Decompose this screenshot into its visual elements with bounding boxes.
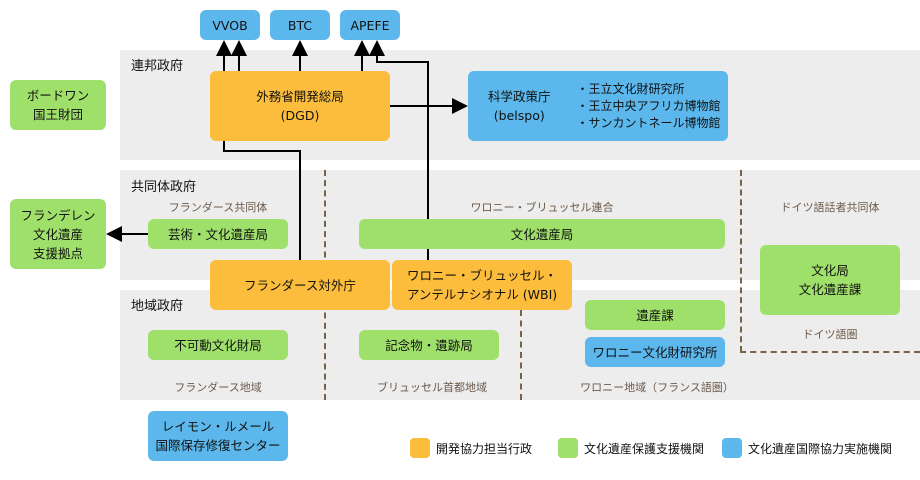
legend-label: 文化遺産国際協力実施機関 (748, 441, 893, 456)
german-culture-line: 文化局 (811, 263, 849, 278)
heritage-bureau-box: 文化遺産局 (359, 219, 725, 249)
sublabel: ワロニー・ブリュッセル連合 (470, 201, 614, 214)
flanders-heritage-line: 支援拠点 (32, 245, 83, 261)
wallonia-institute-label: ワロニー文化財研究所 (592, 344, 718, 360)
heritage-bureau-label: 文化遺産局 (510, 226, 574, 242)
wallonia-institute-box: ワロニー文化財研究所 (585, 337, 725, 367)
monuments-box: 記念物・遺跡局 (359, 330, 499, 360)
immovable-box: 不可動文化財局 (148, 330, 288, 360)
arts-heritage-label: 芸術・文化遺産局 (167, 226, 268, 242)
baudouin-line: 国王財団 (32, 107, 83, 122)
vvob-label: VVOB (212, 17, 248, 33)
baudouin-line: ボードワン (26, 88, 90, 103)
heritage-section-label: 遺産課 (636, 307, 674, 323)
divider (520, 310, 522, 400)
flanders-external-box: フランダース対外庁 (210, 260, 390, 310)
flanders-external-label: フランダース対外庁 (244, 277, 356, 293)
flanders-heritage-line: 文化遺産 (32, 226, 83, 242)
legend-item: 開発協力担当行政 (410, 438, 532, 458)
connector (223, 141, 301, 260)
btc-label: BTC (287, 17, 313, 33)
divider (740, 170, 742, 352)
legend-swatch-orange (410, 438, 430, 458)
legend-item: 文化遺産国際協力実施機関 (722, 438, 892, 458)
dgd-box: 外務省開発総局 (DGD) (210, 71, 390, 141)
belspo-name: 科学政策庁 (488, 89, 551, 104)
monuments-label: 記念物・遺跡局 (385, 337, 473, 353)
german-culture-line: 文化遺産課 (798, 282, 862, 297)
sublabel: ドイツ語話者共同体 (780, 201, 880, 214)
sublabel: ドイツ語圏 (802, 328, 858, 341)
apefe-label: APEFE (350, 17, 390, 33)
flanders-heritage-line: フランデレン (20, 207, 96, 223)
belspo-item: ・王立中央アフリカ博物館 (576, 98, 721, 113)
belspo-item: ・サンカントネール博物館 (576, 115, 721, 130)
belspo-abbr: (belspo) (493, 108, 545, 123)
legend-item: 文化遺産保護支援機関 (558, 438, 704, 458)
federal-label: 連邦政府 (131, 59, 184, 74)
lemaire-line: 国際保存修復センター (155, 438, 281, 453)
legend-label: 文化遺産保護支援機関 (584, 441, 705, 456)
apefe-box: APEFE (340, 10, 400, 40)
regional-label: 地域政府 (131, 299, 184, 314)
immovable-label: 不可動文化財局 (174, 337, 262, 353)
baudouin-box: ボードワン国王財団 (10, 80, 106, 130)
legend-label: 開発協力担当行政 (436, 441, 533, 456)
dgd-abbr: (DGD) (280, 108, 320, 123)
legend-swatch-green (558, 438, 578, 458)
sublabel: フランダース共同体 (168, 201, 268, 214)
btc-box: BTC (270, 10, 330, 40)
community-label: 共同体政府 (131, 180, 197, 195)
lemaire-box: レイモン・ルメール国際保存修復センター (148, 411, 288, 461)
german-culture-box: 文化局文化遺産課 (760, 245, 900, 315)
wbi-line: アンテルナシオナル (WBI) (406, 287, 558, 302)
sublabel: ブリュッセル首都地域 (377, 381, 487, 394)
wbi-box: ワロニー・ブリュッセル・アンテルナシオナル (WBI) (392, 260, 572, 310)
arts-heritage-box: 芸術・文化遺産局 (148, 219, 288, 249)
sublabel: ワロニー地域（フランス語圏） (580, 381, 734, 394)
legend-swatch-blue (722, 438, 742, 458)
belspo-item: ・王立文化財研究所 (576, 81, 685, 96)
vvob-box: VVOB (200, 10, 260, 40)
sublabel: フランダース地域 (174, 381, 262, 394)
arrow (369, 40, 429, 219)
dgd-name: 外務省開発総局 (256, 89, 344, 104)
heritage-section-box: 遺産課 (585, 300, 725, 330)
wbi-line: ワロニー・ブリュッセル・ (406, 268, 557, 283)
divider (740, 351, 920, 353)
belspo-box: 科学政策庁 (belspo) ・王立文化財研究所 ・王立中央アフリカ博物館 ・サン… (468, 71, 728, 141)
flanders-heritage-box: フランデレン文化遺産支援拠点 (10, 199, 106, 269)
lemaire-line: レイモン・ルメール (161, 419, 275, 434)
